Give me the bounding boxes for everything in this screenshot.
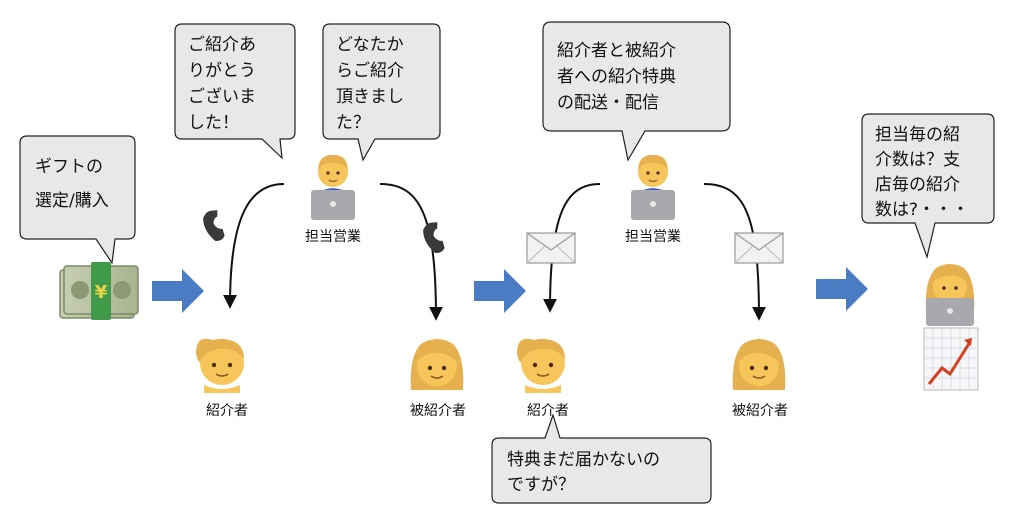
bubble-gift-line-1: ギフトの (35, 157, 103, 177)
bubble-complaint-line-1: 特典まだ届かないの (507, 450, 660, 470)
bubble-complaint-line-2: ですが？ (507, 475, 575, 495)
bubble-thanks-line-2: りがとう (188, 61, 256, 81)
bubble-thanks: ご紹介あ りがとう ございま した！ (174, 23, 296, 160)
flow-arrow-1 (152, 269, 204, 313)
bubble-who-line-1: どなたか (336, 35, 404, 55)
bubble-who-line-3: 頂きまし (336, 87, 404, 107)
telephone-receiver-icon (203, 210, 225, 241)
curve-arrow-to-referee-1 (379, 183, 443, 321)
chart-increasing-icon (923, 327, 979, 391)
bubble-who: どなたか らご紹介 頂きまし た？ (322, 23, 441, 162)
envelope-icon (734, 232, 784, 264)
bubble-thanks-line-3: ございま (188, 86, 256, 107)
label-referee-2: 被紹介者 (732, 403, 788, 419)
label-sales-1: 担当営業 (305, 229, 361, 245)
flow-arrow-2 (474, 269, 526, 313)
man-technologist-icon (631, 154, 675, 220)
man-technologist-icon (311, 154, 355, 220)
woman-icon (410, 339, 464, 390)
bubble-gift: ギフトの 選定/購入 (19, 135, 136, 265)
bubble-delivery-line-2: 者への紹介特典 (557, 67, 676, 87)
svg-text:¥: ¥ (95, 282, 108, 303)
envelope-icon (526, 232, 576, 264)
bubble-thanks-line-1: ご紹介あ (188, 35, 256, 55)
label-introducer-1: 紹介者 (206, 403, 248, 419)
flow-arrow-3 (816, 267, 868, 311)
bubble-count-line-1: 担当毎の紹 (875, 125, 960, 145)
woman-ponytail-icon (196, 338, 244, 393)
bubble-complaint: 特典まだ届かないの ですが？ (491, 413, 712, 504)
bubble-who-line-4: た？ (336, 113, 370, 133)
curve-arrow-to-introducer-1 (223, 183, 285, 309)
bubble-thanks-line-4: した！ (188, 113, 239, 133)
woman-ponytail-icon (517, 338, 565, 393)
label-referee-1: 被紹介者 (410, 403, 466, 419)
curve-arrow-to-introducer-2 (543, 183, 601, 313)
label-sales-2: 担当営業 (625, 229, 681, 245)
money-with-yen-icon: ¥ (59, 262, 139, 320)
bubble-gift-line-2: 選定/購入 (35, 191, 109, 211)
woman-icon (732, 339, 786, 390)
bubble-who-line-2: らご紹介 (336, 61, 404, 81)
bubble-delivery: 紹介者と被紹介 者への紹介特典 の配送・配信 (542, 21, 731, 162)
woman-technologist-icon (925, 264, 975, 326)
bubble-delivery-line-1: 紹介者と被紹介 (557, 41, 676, 61)
bubble-count-line-2: 介数は？支 (875, 150, 960, 170)
bubble-count-line-4: 数は?・・・ (875, 200, 969, 220)
bubble-count: 担当毎の紹 介数は？支 店毎の紹介 数は?・・・ (861, 113, 995, 260)
telephone-receiver-icon (423, 222, 445, 253)
curve-arrow-to-referee-2 (703, 183, 766, 321)
label-introducer-2: 紹介者 (527, 403, 569, 419)
bubble-delivery-line-3: の配送・配信 (557, 93, 659, 113)
bubble-count-line-3: 店毎の紹介 (875, 175, 960, 195)
